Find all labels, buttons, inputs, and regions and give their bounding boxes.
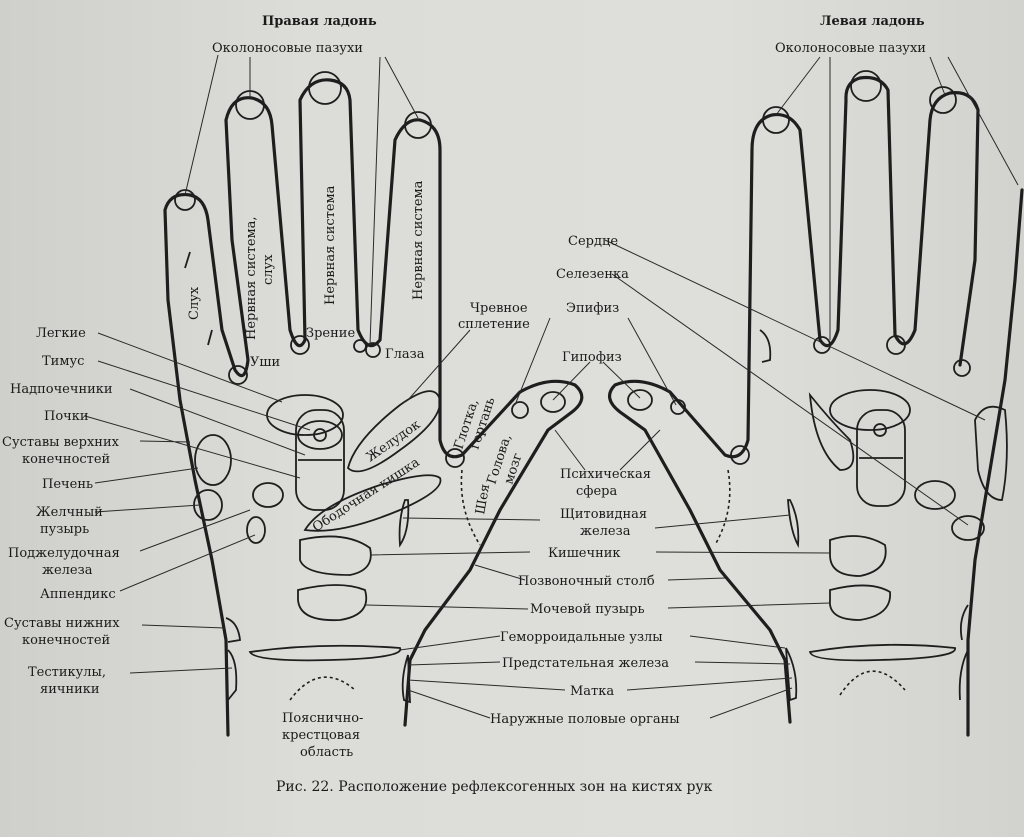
label-upper-joints-2: конечностей bbox=[22, 452, 110, 467]
label-thyroid-2: железа bbox=[580, 524, 631, 539]
label-thymus: Тимус bbox=[42, 354, 84, 369]
label-lower-joints-2: конечностей bbox=[22, 633, 110, 648]
right-palm-outline bbox=[163, 71, 584, 737]
label-appendix: Аппендикс bbox=[40, 587, 116, 602]
label-bladder: Мочевой пузырь bbox=[530, 602, 645, 617]
label-uterus: Матка bbox=[570, 684, 614, 699]
label-hearing: Слух bbox=[187, 286, 202, 320]
label-thyroid-1: Щитовидная bbox=[560, 507, 647, 522]
label-intestine: Кишечник bbox=[548, 546, 621, 561]
label-gallbladder-2: пузырь bbox=[40, 522, 89, 537]
label-lower-joints-1: Суставы нижних bbox=[4, 616, 120, 631]
heading-left-palm: Левая ладонь bbox=[820, 14, 925, 29]
label-solar-2: сплетение bbox=[458, 317, 530, 332]
label-colon: Ободочная кишка bbox=[310, 455, 423, 535]
label-prostate: Предстательная железа bbox=[502, 656, 669, 671]
leader-lines bbox=[84, 54, 1019, 719]
label-sinuses-left: Околоносовые пазухи bbox=[775, 41, 926, 56]
label-vision: Зрение bbox=[306, 326, 355, 341]
label-liver: Печень bbox=[42, 477, 93, 492]
label-eyes: Глаза bbox=[385, 347, 425, 362]
label-nervous-hearing-2: слух bbox=[261, 254, 276, 285]
label-adrenals: Надпочечники bbox=[10, 382, 113, 397]
label-ears: Уши bbox=[250, 355, 280, 370]
label-lungs: Легкие bbox=[36, 326, 86, 341]
label-solar-1: Чревное bbox=[470, 301, 528, 316]
label-spine: Позвоночный столб bbox=[518, 574, 655, 589]
label-gallbladder-1: Желчный bbox=[36, 505, 103, 520]
label-lumbar-2: крестцовая bbox=[282, 728, 360, 743]
label-genitals: Наружные половые органы bbox=[490, 712, 680, 727]
left-palm-outline bbox=[608, 70, 1024, 737]
label-lumbar-3: область bbox=[300, 745, 353, 760]
label-upper-joints-1: Суставы верхних bbox=[2, 435, 120, 450]
label-lumbar-1: Пояснично- bbox=[282, 711, 363, 726]
label-psyche-1: Психическая bbox=[560, 467, 651, 482]
label-nervous-hearing-1: Нервная система, bbox=[244, 216, 259, 340]
heading-right-palm: Правая ладонь bbox=[262, 14, 377, 29]
label-sinuses-right: Околоносовые пазухи bbox=[212, 41, 363, 56]
label-nervous-1: Нервная система bbox=[323, 185, 338, 305]
label-hemorrhoids: Геморроидальные узлы bbox=[500, 630, 663, 645]
label-pineal: Эпифиз bbox=[566, 301, 619, 316]
figure-caption: Рис. 22. Расположение рефлексогенных зон… bbox=[276, 779, 713, 795]
label-gonads-1: Тестикулы, bbox=[28, 665, 106, 680]
label-spleen: Селезенка bbox=[556, 267, 629, 282]
label-nervous-2: Нервная система bbox=[411, 180, 426, 300]
label-pancreas-2: железа bbox=[42, 563, 93, 578]
label-psyche-2: сфера bbox=[576, 484, 617, 499]
label-gonads-2: яичники bbox=[40, 682, 100, 697]
label-pancreas-1: Поджелудочная bbox=[8, 546, 120, 561]
label-heart: Сердце bbox=[568, 234, 618, 249]
label-neck: Шея bbox=[473, 483, 493, 516]
label-kidneys: Почки bbox=[44, 409, 89, 424]
label-pituitary: Гипофиз bbox=[562, 350, 622, 365]
